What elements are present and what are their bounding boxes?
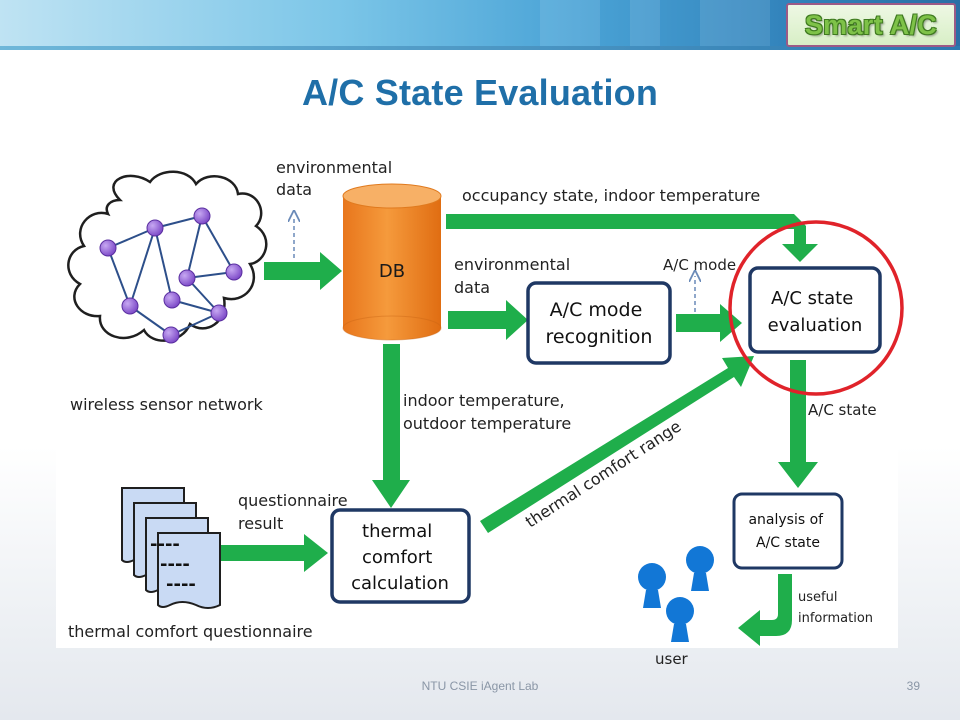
label-ac-mode: A/C mode — [663, 256, 736, 274]
arrow-questionnaire-to-thermal — [218, 534, 328, 572]
svg-text:analysis of A/C state: analysis of A/C state — [748, 512, 827, 551]
header-stripe — [540, 0, 600, 50]
arrow-wsn-to-db — [264, 252, 342, 290]
svg-text:---- ---- ----: ---- ---- ---- — [150, 534, 196, 595]
arrow-evaluation-to-analysis — [778, 360, 818, 488]
smart-ac-badge: Smart A/C — [786, 3, 956, 47]
svg-text:A/C state evaluation: A/C state evaluation — [768, 288, 863, 336]
sensor-node — [162, 326, 180, 344]
svg-text:thermal comfort ca: thermal comfort calculation — [351, 521, 449, 594]
arrow-db-to-thermal — [372, 344, 410, 508]
label-thermal-comfort-questionnaire: thermal comfort questionnaire — [68, 622, 313, 641]
label-questionnaire-result: questionnaire result — [238, 491, 353, 533]
label-useful-information: useful information — [798, 590, 873, 626]
sensor-node — [210, 304, 228, 322]
highlight-circle — [728, 220, 904, 396]
label-environmental-data-top: environmental data — [276, 158, 397, 199]
header-stripe — [700, 0, 770, 50]
label-occupancy: occupancy state, indoor temperature — [462, 186, 760, 205]
box-ac-mode-recognition: A/C mode recognition — [526, 281, 672, 365]
label-user: user — [655, 650, 689, 668]
header-stripe — [630, 0, 660, 50]
sensor-node — [178, 269, 196, 287]
footer-lab: NTU CSIE iAgent Lab — [421, 679, 539, 693]
arrow-db-to-recognition — [448, 300, 528, 340]
user-icon — [686, 546, 714, 591]
header-underline — [0, 46, 960, 50]
db-label: DB — [379, 261, 405, 282]
sensor-node — [121, 297, 139, 315]
slide-title: A/C State Evaluation — [301, 72, 659, 113]
label-wireless-sensor-network: wireless sensor network — [70, 395, 263, 414]
user-icon — [638, 563, 666, 608]
svg-text:A/C mode recognition: A/C mode recognition — [546, 299, 653, 348]
sensor-node — [146, 219, 164, 237]
sensor-node — [163, 291, 181, 309]
questionnaire-pages: ---- ---- ---- — [121, 487, 221, 609]
label-thermal-comfort-range: thermal comfort range — [522, 417, 685, 532]
sensor-node — [99, 239, 117, 257]
database-cylinder — [342, 183, 442, 341]
arrow-analysis-to-user — [738, 574, 792, 646]
user-icons — [638, 546, 714, 642]
label-environmental-data-mid: environmental data — [454, 255, 575, 297]
flow-arrows — [218, 214, 818, 646]
arrow-recognition-to-evaluation — [676, 304, 742, 342]
box-thermal-comfort-calculation: thermal comfort calculation — [330, 508, 471, 604]
sensor-node — [225, 263, 243, 281]
badge-label: Smart A/C — [804, 9, 938, 40]
user-icon — [666, 597, 694, 642]
box-ac-state-evaluation: A/C state evaluation — [748, 266, 882, 354]
arrow-db-to-evaluation-top — [446, 214, 818, 262]
arrow-thermal-to-evaluation — [480, 356, 754, 533]
page-number: 39 — [906, 679, 920, 693]
box-analysis-of-ac-state: analysis of A/C state — [732, 492, 844, 570]
label-indoor-outdoor: indoor temperature, outdoor temperature — [403, 391, 571, 433]
sensor-network-cloud — [67, 170, 268, 344]
label-ac-state: A/C state — [808, 401, 877, 419]
sensor-node — [193, 207, 211, 225]
